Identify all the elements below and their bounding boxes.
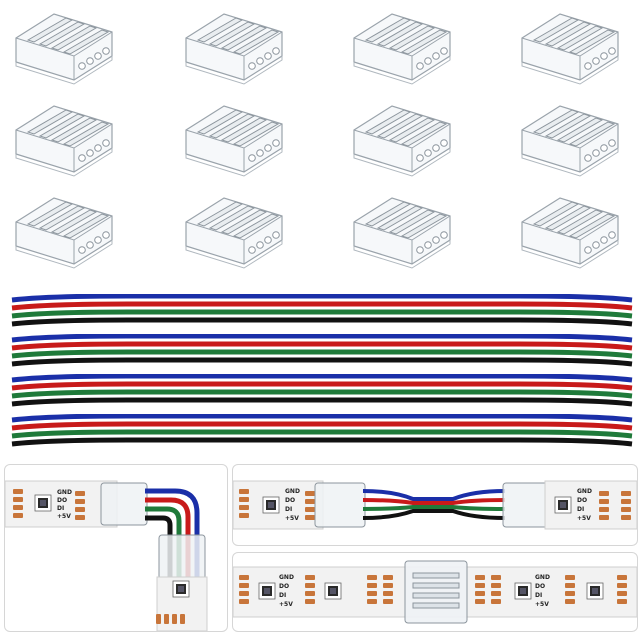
pad-label-5v: +5V — [279, 601, 293, 608]
pad-label-5v: +5V — [57, 513, 71, 520]
pad-label-gnd: GND — [577, 488, 592, 495]
connector-clip — [15, 105, 113, 177]
connector-clip — [521, 197, 619, 269]
strip-cable-strip-illustration: GND DO DI +5V GND DO DI +5V — [233, 480, 637, 530]
pad-label-di: DI — [57, 505, 64, 512]
connector-clip — [353, 13, 451, 85]
ribbon-cable — [11, 414, 633, 447]
connector-clip — [15, 197, 113, 269]
ribbon-cable — [11, 334, 633, 367]
connector-clip — [185, 13, 283, 85]
strip-strip-panel: GND DO DI +5V GND DO DI +5V — [232, 552, 638, 632]
strip-strip-illustration: GND DO DI +5V GND DO DI +5V — [233, 560, 637, 624]
pad-label-di: DI — [535, 592, 542, 599]
connector-clip — [185, 105, 283, 177]
connector-clip — [521, 13, 619, 85]
pad-label-do: DO — [57, 497, 67, 504]
connector-clip — [521, 105, 619, 177]
pad-label-gnd: GND — [279, 574, 294, 581]
strip-cable-strip-panel: GND DO DI +5V GND DO DI +5V — [232, 464, 638, 546]
pad-label-di: DI — [577, 506, 584, 513]
pad-label-do: DO — [279, 583, 289, 590]
pad-label-di: DI — [285, 506, 292, 513]
l-corner-panel: GND DO DI +5V — [4, 464, 228, 632]
pad-label-gnd: GND — [285, 488, 300, 495]
connector-clip — [185, 197, 283, 269]
connector-clip — [15, 13, 113, 85]
ribbon-cable — [11, 294, 633, 327]
pad-label-gnd: GND — [535, 574, 550, 581]
pad-label-do: DO — [285, 497, 295, 504]
pad-label-di: DI — [279, 592, 286, 599]
pad-label-5v: +5V — [535, 601, 549, 608]
connector-clip — [353, 197, 451, 269]
pad-label-5v: +5V — [577, 515, 591, 522]
pad-label-5v: +5V — [285, 515, 299, 522]
ribbon-cable — [11, 374, 633, 407]
pad-label-do: DO — [535, 583, 545, 590]
pad-label-do: DO — [577, 497, 587, 504]
connector-clip — [353, 105, 451, 177]
l-corner-illustration: GND DO DI +5V — [5, 480, 208, 631]
pad-label-gnd: GND — [57, 489, 72, 496]
